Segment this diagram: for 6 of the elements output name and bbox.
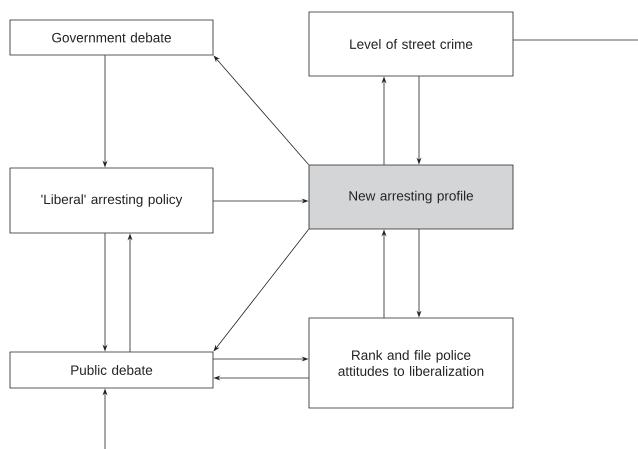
process-box: Rank and file police attitudes to liberalization: [308, 318, 514, 408]
process-box: 'Liberal' arresting policy: [10, 168, 214, 234]
process-box: Government debate: [10, 20, 214, 56]
process-box: Level of street crime: [308, 12, 514, 76]
highlighted-box: New arresting profile: [308, 164, 514, 230]
process-box: Public debate: [10, 352, 214, 388]
